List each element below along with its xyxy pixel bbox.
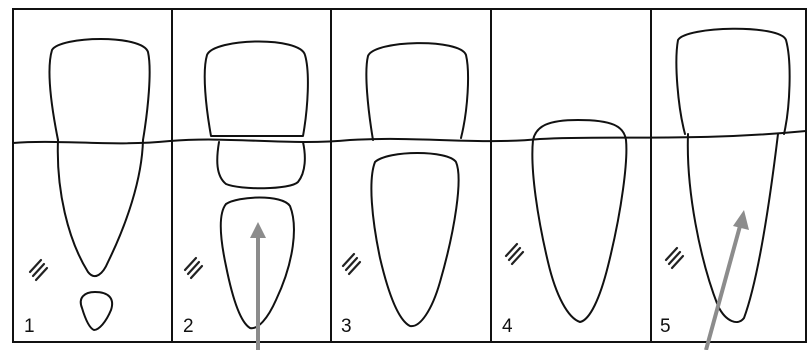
panel-number: 5 <box>660 316 671 337</box>
tooth-root <box>688 134 778 322</box>
arrow-head <box>733 210 749 230</box>
panel-number: 1 <box>24 316 35 337</box>
hatch-mark <box>666 248 683 268</box>
tooth-crown <box>676 29 789 134</box>
diagram-frame <box>13 9 806 342</box>
tooth-crown <box>50 39 150 140</box>
tooth-root <box>58 140 143 276</box>
tooth-crown <box>366 43 468 140</box>
hatch-mark <box>506 244 523 264</box>
arrow-head <box>250 222 266 238</box>
tooth-root <box>371 153 458 326</box>
crown-fragment <box>217 142 305 188</box>
panel-4: 4 <box>502 120 626 337</box>
panel-3: 3 <box>341 43 468 337</box>
apical-fragment <box>81 292 112 330</box>
panel-2: 2 <box>183 41 308 350</box>
intruded-tooth <box>532 120 626 322</box>
panel-number: 2 <box>183 316 194 337</box>
hatch-mark <box>343 254 360 274</box>
hatch-mark <box>185 258 202 278</box>
panel-1: 1 <box>24 39 150 337</box>
hatch-mark <box>30 260 47 280</box>
panel-5: 5 <box>660 29 790 350</box>
panel-number: 3 <box>341 316 352 337</box>
panel-number: 4 <box>502 316 513 337</box>
tooth-crown <box>205 41 308 136</box>
